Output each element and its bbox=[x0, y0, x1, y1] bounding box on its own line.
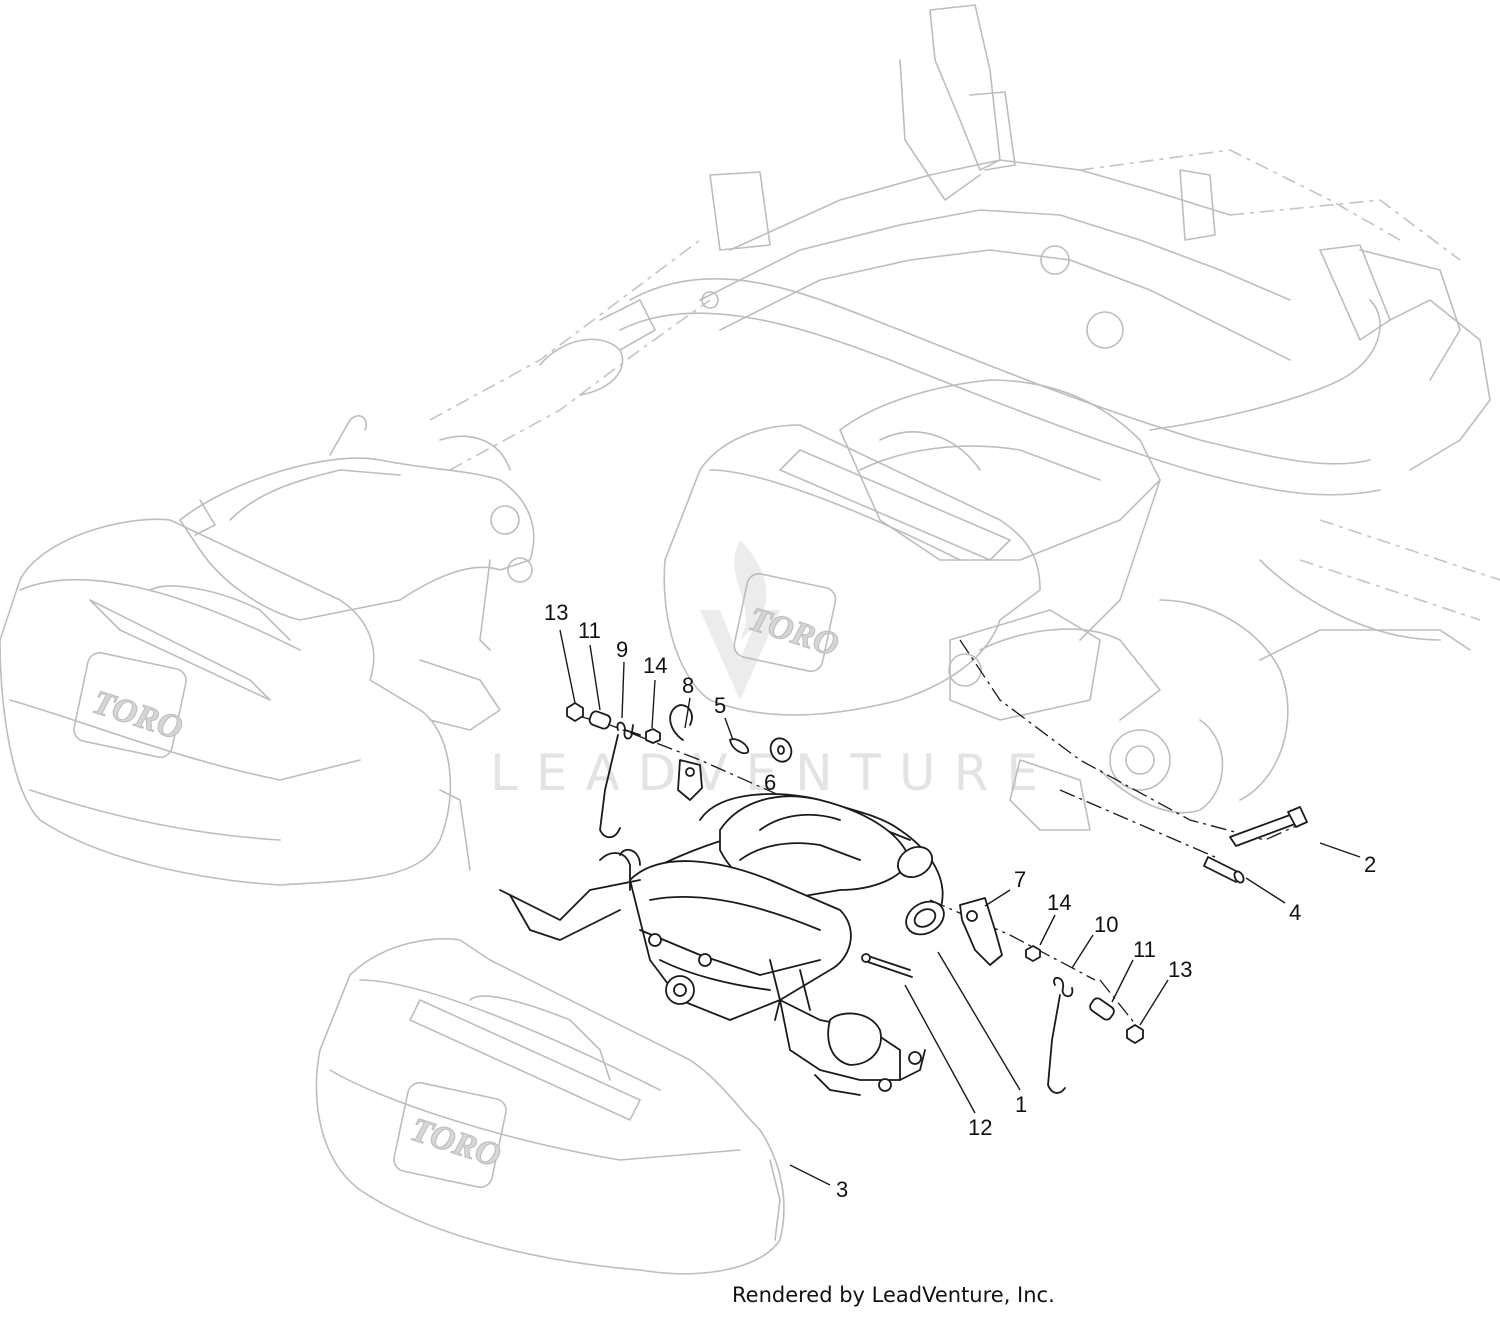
callout-1: 1 bbox=[1015, 1092, 1027, 1117]
clip-5 bbox=[729, 738, 749, 755]
leadventure-watermark: LEADVENTURE bbox=[490, 540, 1056, 802]
callout-14b: 14 bbox=[1047, 890, 1071, 915]
alignment-lines bbox=[574, 639, 1306, 1031]
nut-13-right bbox=[1126, 1024, 1144, 1044]
bracket-8 bbox=[677, 759, 703, 801]
callout-11: 11 bbox=[578, 618, 601, 643]
exploded-hardware bbox=[566, 702, 1308, 1094]
callout-13: 13 bbox=[544, 600, 568, 625]
callout-13b: 13 bbox=[1168, 957, 1192, 982]
spacer-11-left bbox=[588, 710, 612, 730]
callout-9: 9 bbox=[616, 637, 628, 662]
nut-13-left bbox=[566, 702, 584, 722]
pin-4 bbox=[1203, 856, 1241, 883]
spring-10-right bbox=[1053, 976, 1074, 998]
callout-3: 3 bbox=[836, 1177, 848, 1202]
front-cutting-unit bbox=[499, 793, 945, 1096]
nut-14-left bbox=[645, 728, 661, 744]
callout-5: 5 bbox=[714, 693, 726, 718]
watermark-text: LEADVENTURE bbox=[490, 744, 1056, 802]
callout-6: 6 bbox=[764, 770, 776, 795]
callout-labels: 13 11 9 14 8 5 6 2 4 7 14 10 11 13 1 12 … bbox=[544, 600, 1376, 1202]
left-cutting-unit-ghost: TORO bbox=[0, 415, 535, 886]
left-unit-logo: TORO bbox=[88, 684, 187, 748]
nut-14-right bbox=[1025, 945, 1041, 962]
bracket-7 bbox=[959, 897, 1003, 966]
callout-10: 10 bbox=[1094, 912, 1118, 937]
leader-lines bbox=[559, 629, 1361, 1186]
callout-4: 4 bbox=[1289, 900, 1301, 925]
rendered-by-footer: Rendered by LeadVenture, Inc. bbox=[732, 1283, 1055, 1307]
tractor-frame-ghost bbox=[429, 4, 1500, 831]
callout-14: 14 bbox=[643, 653, 667, 678]
washer-6 bbox=[769, 737, 793, 763]
callout-12: 12 bbox=[968, 1115, 992, 1140]
callout-11b: 11 bbox=[1133, 937, 1156, 962]
bolt-2 bbox=[1229, 814, 1296, 847]
callout-2: 2 bbox=[1364, 852, 1376, 877]
callout-8: 8 bbox=[682, 673, 694, 698]
spacer-11-right bbox=[1089, 997, 1115, 1021]
callout-7: 7 bbox=[1014, 867, 1026, 892]
